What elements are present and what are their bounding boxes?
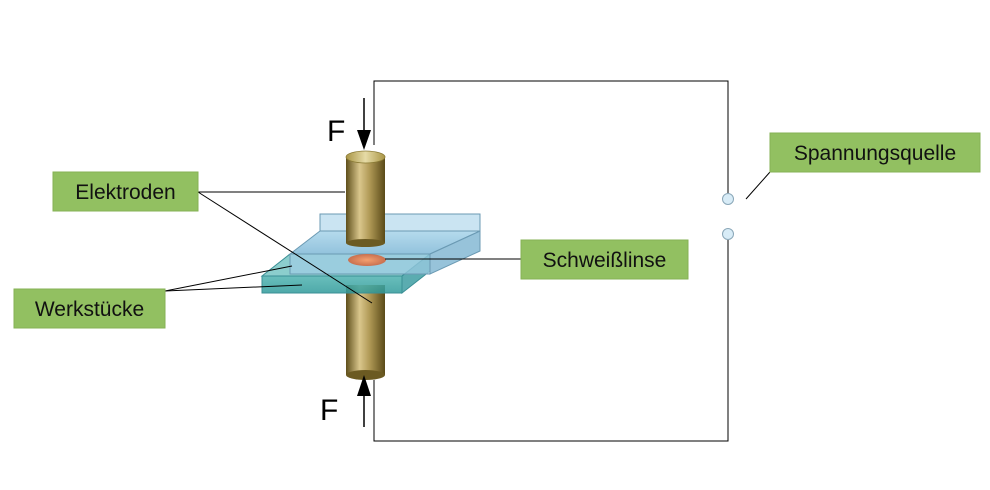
leader-lines [164,171,771,304]
label-weld-nugget: Schweißlinse [520,239,689,280]
force-label-top: F [327,115,345,148]
leader-workpiece-bottom [164,284,303,292]
weld-nugget [348,254,386,266]
label-weld-nugget-text: Schweißlinse [543,249,667,272]
label-voltage-source: Spannungsquelle [769,132,981,173]
label-electrodes-text: Elektroden [75,181,175,204]
label-workpieces: Werkstücke [13,288,166,329]
label-voltage-source-text: Spannungsquelle [794,142,956,165]
terminal-bottom [722,228,734,240]
circuit-wire [373,80,729,442]
force-arrow-bottom [357,375,371,427]
label-electrodes: Elektroden [52,171,199,212]
electrode-top [345,150,386,247]
label-workpieces-text: Werkstücke [35,298,144,321]
force-label-bottom: F [320,394,338,427]
leader-workpiece-top [164,265,293,292]
terminal-top [722,193,734,205]
circuit-wire-bottom [373,240,729,442]
leader-voltage-source [745,171,771,200]
circuit-wire-top [373,80,729,193]
force-arrow-top [357,98,371,150]
leader-electrode-bottom [197,191,373,304]
electrode-bottom [346,285,385,380]
